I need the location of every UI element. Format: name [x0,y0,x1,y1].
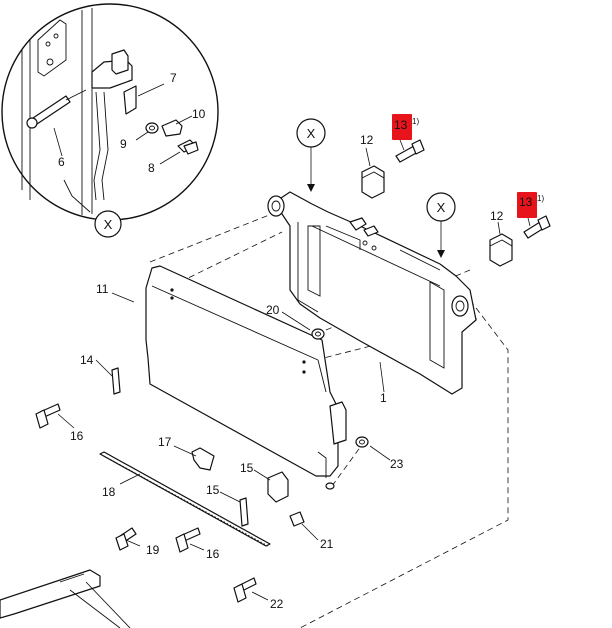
callout-13-superscript: 1) [537,194,544,203]
callout-7: 7 [170,71,177,85]
part-15-plate [111,367,121,395]
callout-11: 11 [96,282,109,296]
callout-6: 6 [58,155,65,169]
part-13-highlight[interactable] [392,114,412,140]
part-12-bracket [489,233,513,267]
part-13-highlight[interactable] [517,192,537,218]
part-18-seal-strip [99,451,271,547]
part-13-bolt [395,139,425,163]
callout-15: 15 [206,483,220,497]
callout-12: 12 [360,133,374,147]
svg-text:X: X [104,217,113,232]
part-1-frame [267,191,477,395]
part-23-nut [355,436,369,448]
detail-x-marker-circle[interactable]: X [94,210,122,238]
part-17-clip [191,447,215,471]
part-9-washer [145,122,159,134]
detail-view-circle [1,3,219,221]
part-12-bracket [361,165,385,199]
callout-13: 13 [519,195,533,209]
part-16-bolt [175,527,201,553]
callout-16: 16 [70,429,84,443]
callout-23: 23 [390,457,404,471]
view-x-marker-circle[interactable]: X [426,192,456,222]
guide-line [149,205,293,263]
callout-12: 12 [490,209,504,223]
part-15-plate [239,497,249,527]
callout-21: 21 [320,537,334,551]
view-x-marker-circle[interactable]: X [296,118,326,148]
svg-text:X: X [307,126,316,141]
callout-14: 15 [240,461,254,475]
callout-22: 22 [270,597,284,611]
callout-16: 16 [206,547,220,561]
callout-15: 14 [80,353,94,367]
bottom-rail [0,569,131,628]
part-16-bolt [35,403,61,429]
part-13-bolt [523,215,551,239]
callout-19: 19 [146,543,160,557]
callout-13: 13 [394,118,408,132]
callout-13-superscript: 1) [412,117,419,126]
part-7-bracket [123,85,137,115]
callout-1: 1 [380,391,387,405]
part-11-panel [145,265,347,490]
svg-text:X: X [437,200,446,215]
part-14-bracket [267,471,289,503]
callout-17: 17 [158,435,172,449]
callout-20: 20 [266,303,280,317]
part-22-bolt [233,577,257,603]
part-20-nut [311,328,325,340]
callout-9: 9 [120,137,127,151]
part-10-lug [161,119,183,137]
callout-10: 10 [192,107,206,121]
callout-18: 18 [102,485,116,499]
part-19-bolt [115,527,137,551]
part-21-nut [289,511,305,527]
callout-8: 8 [148,161,155,175]
